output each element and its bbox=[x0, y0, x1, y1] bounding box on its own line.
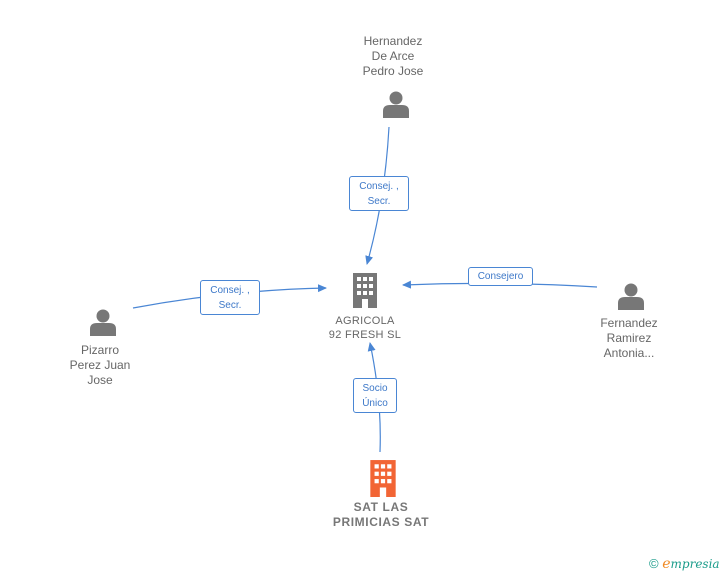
building-icon[interactable] bbox=[350, 272, 380, 308]
person-icon[interactable] bbox=[88, 307, 118, 337]
relation-label-pizarro[interactable]: Consej. , Secr. bbox=[200, 280, 260, 315]
company-label-main[interactable]: SAT LAS PRIMICIAS SAT bbox=[332, 500, 430, 529]
relation-label-main-company[interactable]: Socio Único bbox=[353, 378, 397, 413]
brand-footer[interactable]: © empresia bbox=[649, 556, 720, 572]
copyright-symbol: © bbox=[649, 556, 659, 571]
relation-label-fernandez[interactable]: Consejero bbox=[468, 267, 533, 286]
person-label-pizarro[interactable]: Pizarro Perez Juan Jose bbox=[69, 343, 131, 387]
empresia-logo: empresia bbox=[662, 556, 720, 572]
person-icon[interactable] bbox=[381, 89, 411, 119]
person-label-fernandez[interactable]: Fernandez Ramirez Antonia... bbox=[600, 316, 658, 360]
person-label-hernandez[interactable]: Hernandez De Arce Pedro Jose bbox=[362, 34, 424, 78]
company-label-center[interactable]: AGRICOLA 92 FRESH SL bbox=[328, 315, 402, 341]
building-icon[interactable] bbox=[367, 459, 399, 497]
relation-label-hernandez[interactable]: Consej. , Secr. bbox=[349, 176, 409, 211]
person-icon[interactable] bbox=[616, 281, 646, 311]
